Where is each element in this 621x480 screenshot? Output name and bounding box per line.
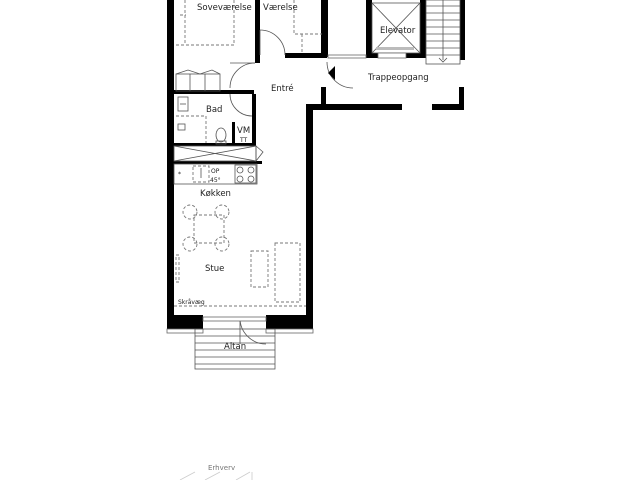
vaerelse-furniture: [293, 0, 322, 53]
bed: [175, 0, 235, 46]
erhverv-outline: [179, 471, 253, 480]
room-label-bad: Bad: [206, 105, 222, 115]
stairs: [425, 0, 461, 65]
room-label-entre: Entré: [271, 83, 294, 94]
corridor-threshold: [327, 54, 367, 59]
elevator-shaft: [371, 2, 421, 59]
living-furniture: [250, 242, 301, 303]
dining-table: [182, 204, 230, 252]
walls: [167, 0, 465, 330]
label-skravaeg: Skråvæg: [178, 299, 205, 306]
kitchen-op-label: OP: [211, 168, 220, 175]
bottom-windows: [166, 316, 314, 334]
room-label-trappeopgang: Trappeopgang: [367, 73, 429, 83]
balcony: [194, 328, 276, 370]
bathroom-fixtures: [176, 96, 227, 145]
kitchen-counter: [173, 163, 258, 185]
room-label-altan: Altan: [224, 342, 246, 352]
room-label-kokken: Køkken: [200, 189, 231, 199]
room-label-erhverv: Erhverv: [208, 464, 235, 472]
room-label-elevator: Elevator: [380, 26, 416, 36]
room-label-sovevaerelse: Soveværelse: [197, 3, 252, 13]
room-label-vaerelse: Værelse: [263, 3, 298, 13]
room-label-stue: Stue: [205, 264, 224, 274]
room-label-tt: TT: [239, 137, 248, 144]
upper-cabinets: [173, 145, 264, 163]
kitchen-star: *: [178, 171, 181, 178]
wardrobe: [175, 69, 221, 92]
radiator: [175, 254, 180, 283]
kitchen-angle-label: 45°: [210, 177, 221, 184]
entrance-arrow-icon: [328, 66, 335, 80]
room-label-vm: VM: [237, 126, 250, 136]
